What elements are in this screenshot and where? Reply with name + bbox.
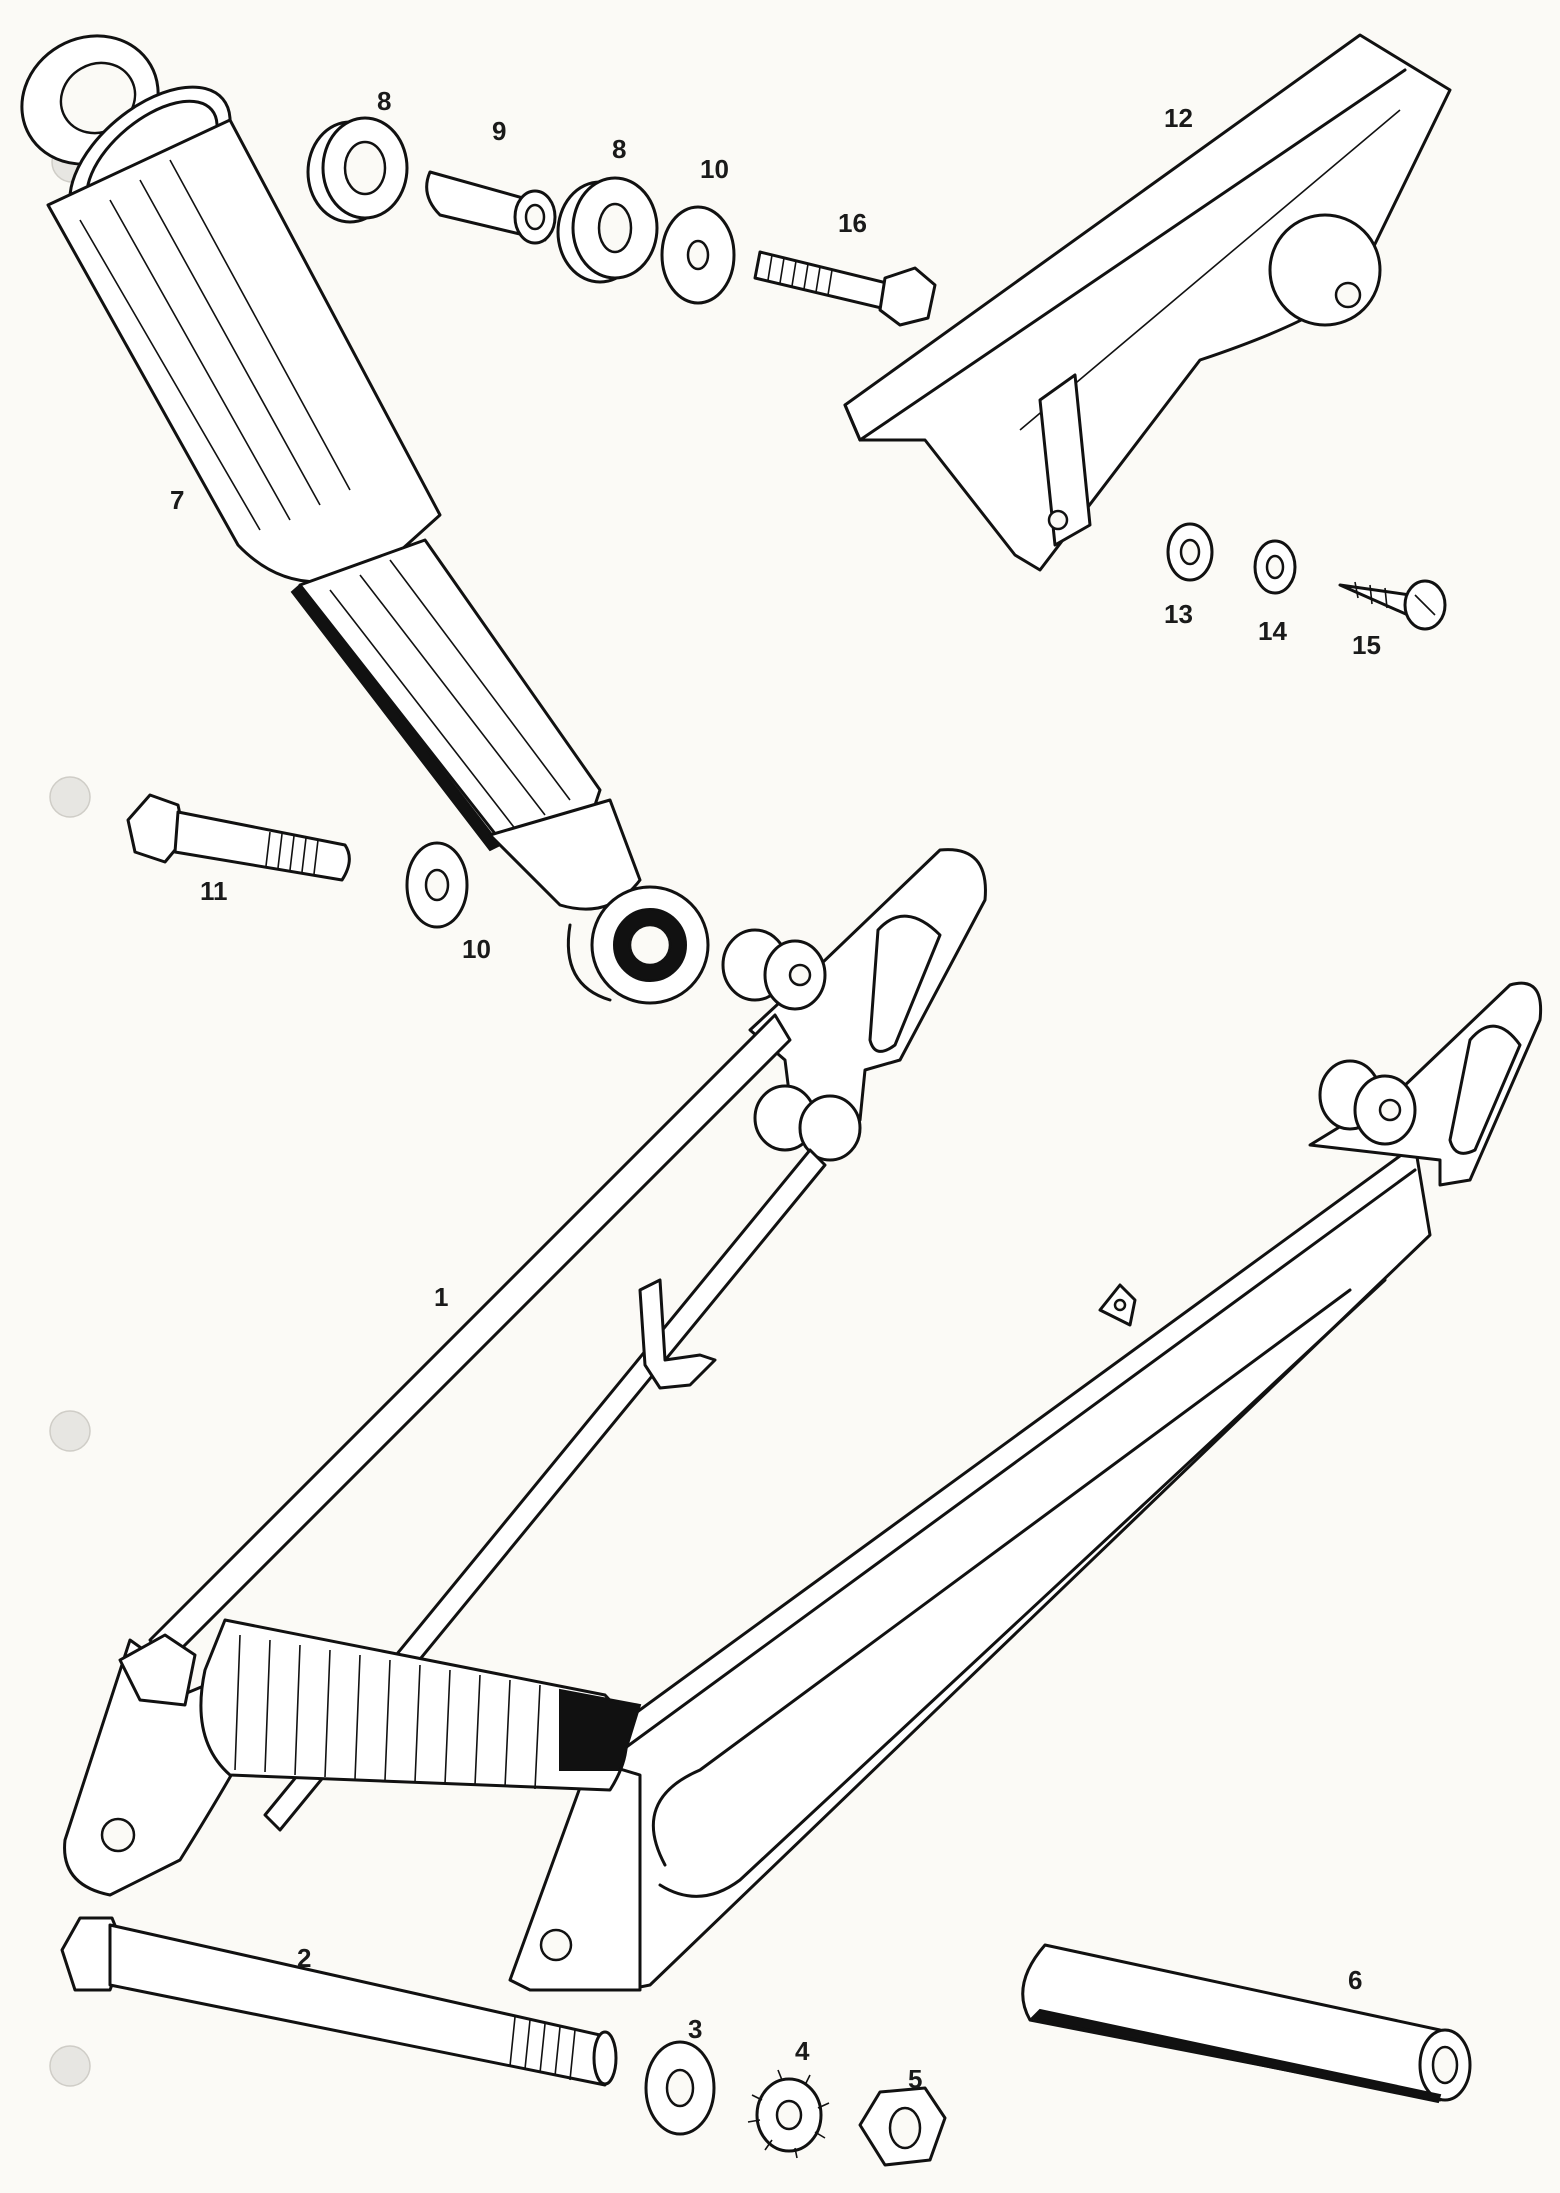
callout-16: 16	[838, 208, 867, 238]
punch-hole	[49, 776, 91, 818]
callout-5: 5	[908, 2064, 922, 2094]
chain-guard-12	[843, 33, 1452, 572]
shock-absorber	[20, 34, 710, 1005]
callout-2: 2	[297, 1943, 311, 1973]
callout-4: 4	[795, 2036, 810, 2066]
callout-1: 1	[434, 1282, 448, 1312]
self-tapping-screw-15	[1338, 579, 1447, 631]
spring-washer-14	[1253, 539, 1297, 595]
callout-15: 15	[1352, 630, 1381, 660]
callout-8-a: 8	[377, 86, 391, 116]
punch-hole	[49, 2045, 91, 2087]
callout-12: 12	[1164, 103, 1193, 133]
spacer-sleeve-9	[425, 170, 557, 245]
callout-8-b: 8	[612, 134, 626, 164]
hex-nut-5	[858, 2086, 947, 2167]
flat-washer-3	[644, 2040, 716, 2136]
callout-10-lower: 10	[462, 934, 491, 964]
binder-punch-holes	[49, 141, 93, 2087]
lock-washer-4	[747, 2069, 830, 2159]
callout-10-upper: 10	[700, 154, 729, 184]
rubber-bush-8a	[306, 116, 409, 224]
callout-labels: 8 9 8 10 16 12 7 13 14 15 11 10 1 2 6 3 …	[170, 86, 1381, 2094]
rubber-bush-8b	[556, 176, 659, 284]
washer-10-upper	[660, 205, 736, 305]
callout-7: 7	[170, 485, 184, 515]
pivot-spindle-6	[1021, 1943, 1472, 2104]
plain-washer-13	[1166, 522, 1214, 582]
punch-hole	[49, 1410, 91, 1452]
washer-10-lower	[405, 841, 469, 929]
swing-arm-1	[63, 848, 1543, 1992]
pivot-bolt-2	[60, 1916, 618, 2087]
callout-14: 14	[1258, 616, 1287, 646]
upper-mounting-bolt-16	[753, 250, 937, 327]
callout-11: 11	[200, 876, 228, 906]
callout-13: 13	[1164, 599, 1193, 629]
mounting-bolt-11	[126, 793, 351, 882]
callout-9: 9	[492, 116, 506, 146]
callout-3: 3	[688, 2014, 702, 2044]
callout-6: 6	[1348, 1965, 1362, 1995]
